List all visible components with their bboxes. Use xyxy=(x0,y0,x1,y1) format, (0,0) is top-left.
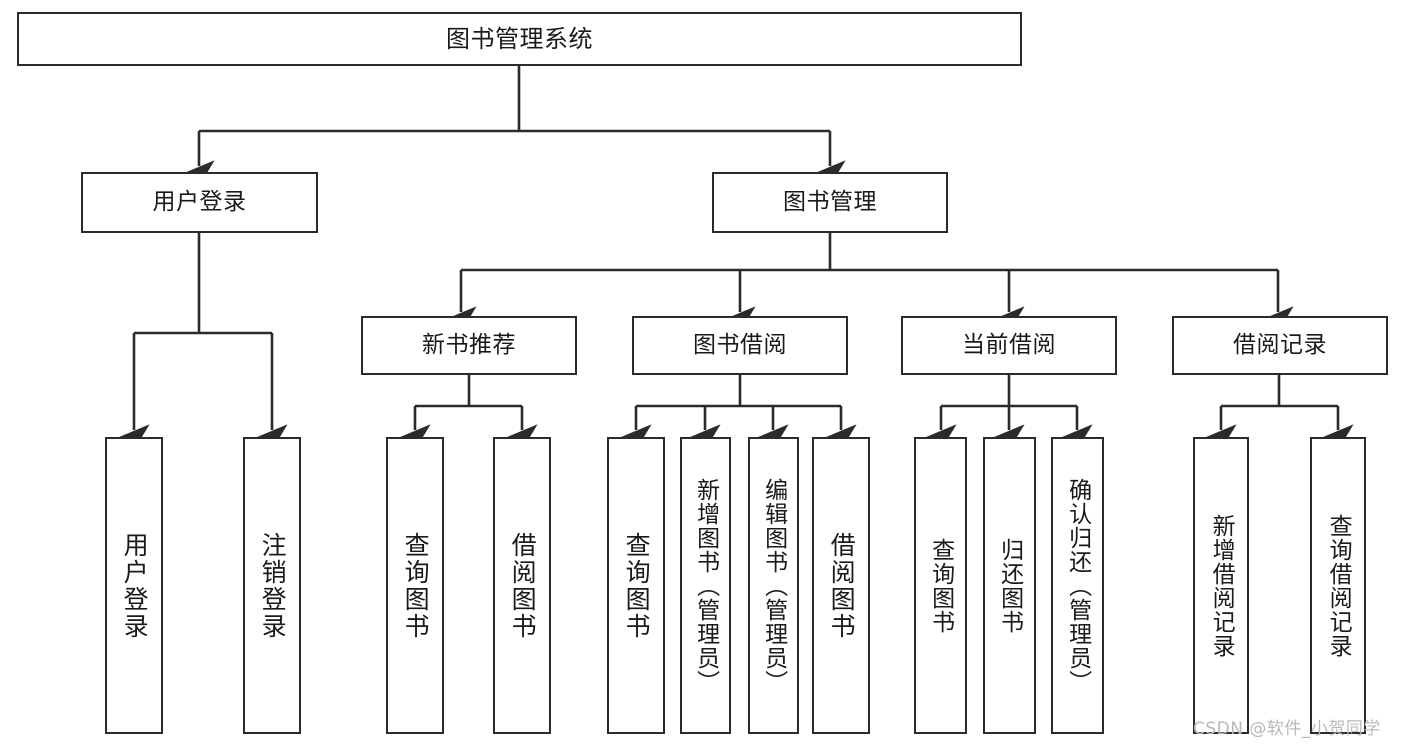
leaf-book-borrow-edit[interactable]: 编辑图书（管理员） xyxy=(748,437,799,734)
node-root-system[interactable]: 图书管理系统 xyxy=(17,12,1022,66)
node-label: 借阅记录 xyxy=(1233,331,1327,358)
leaf-new-book-query[interactable]: 查询图书 xyxy=(386,437,444,734)
leaf-book-borrow-query[interactable]: 查询图书 xyxy=(607,437,665,734)
node-label: 查询图书 xyxy=(622,531,652,640)
node-book-management[interactable]: 图书管理 xyxy=(712,172,948,233)
leaf-current-borrow-query[interactable]: 查询图书 xyxy=(914,437,967,734)
node-label: 用户登录 xyxy=(152,188,247,215)
node-label: 编辑图书（管理员） xyxy=(760,477,787,694)
node-label: 注销登录 xyxy=(258,531,288,640)
leaf-book-borrow-add[interactable]: 新增图书（管理员） xyxy=(680,437,731,734)
node-label: 用户登录 xyxy=(120,531,150,640)
node-borrow-records[interactable]: 借阅记录 xyxy=(1172,316,1388,375)
leaf-borrow-record-query[interactable]: 查询借阅记录 xyxy=(1310,437,1366,734)
node-label: 图书管理系统 xyxy=(446,24,593,53)
node-user-login[interactable]: 用户登录 xyxy=(81,172,318,233)
node-label: 归还图书 xyxy=(996,537,1023,634)
node-label: 图书借阅 xyxy=(693,331,787,358)
leaf-user-login-login[interactable]: 用户登录 xyxy=(105,437,163,734)
leaf-user-login-logout[interactable]: 注销登录 xyxy=(243,437,301,734)
node-label: 确认归还（管理员） xyxy=(1064,477,1091,694)
node-label: 图书管理 xyxy=(783,188,877,215)
leaf-current-borrow-confirm[interactable]: 确认归还（管理员） xyxy=(1051,437,1104,734)
leaf-current-borrow-return[interactable]: 归还图书 xyxy=(983,437,1036,734)
node-label: 新增借阅记录 xyxy=(1208,513,1235,658)
node-label: 查询借阅记录 xyxy=(1325,513,1352,658)
node-label: 借阅图书 xyxy=(827,531,857,640)
node-label: 新书推荐 xyxy=(422,331,516,358)
csdn-watermark: CSDN @软件_小贺同学 xyxy=(1193,719,1381,739)
node-label: 当前借阅 xyxy=(962,331,1056,358)
node-book-borrow[interactable]: 图书借阅 xyxy=(632,316,848,375)
leaf-borrow-record-add[interactable]: 新增借阅记录 xyxy=(1193,437,1249,734)
node-label: 借阅图书 xyxy=(508,531,538,640)
node-label: 查询图书 xyxy=(927,537,954,634)
leaf-new-book-borrow[interactable]: 借阅图书 xyxy=(493,437,551,734)
node-new-book-recommend[interactable]: 新书推荐 xyxy=(361,316,577,375)
node-current-borrow[interactable]: 当前借阅 xyxy=(901,316,1117,375)
leaf-book-borrow-borrow[interactable]: 借阅图书 xyxy=(812,437,870,734)
node-label: 查询图书 xyxy=(401,531,431,640)
node-label: 新增图书（管理员） xyxy=(692,477,719,694)
